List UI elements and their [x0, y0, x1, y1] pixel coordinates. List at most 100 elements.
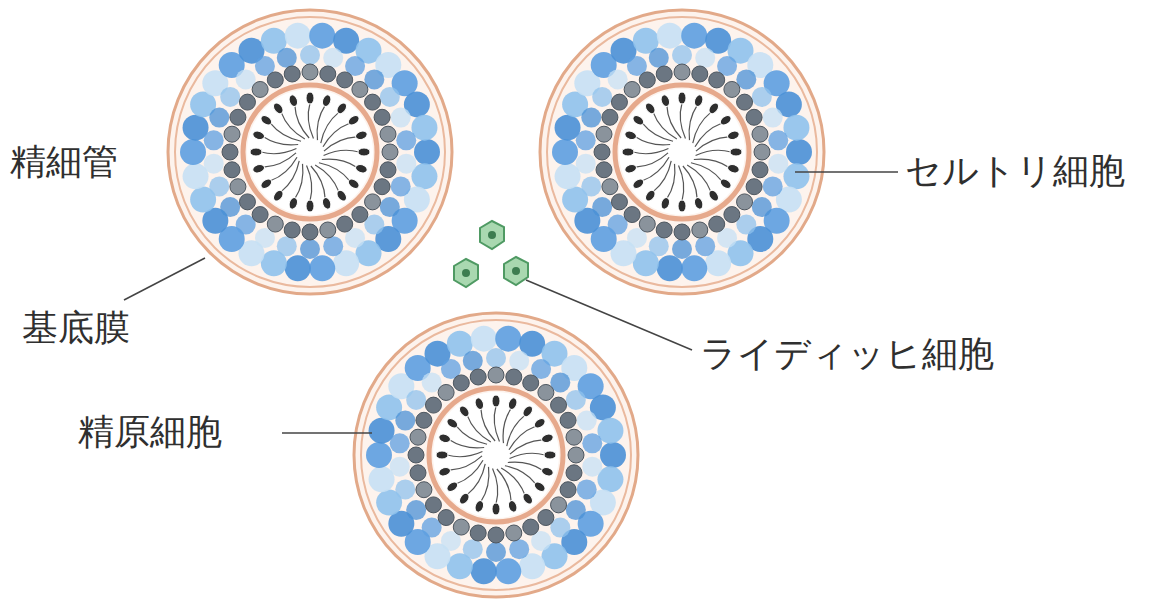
spermatid — [566, 429, 582, 445]
spermatid — [523, 375, 539, 391]
sperm-tail — [319, 163, 350, 181]
sperm-head — [457, 404, 471, 418]
spermatid — [746, 179, 762, 195]
spermatid — [639, 216, 655, 232]
leydig-cells — [454, 221, 528, 287]
sperm-head — [507, 397, 518, 411]
sperm-head — [354, 130, 368, 141]
sperm-head — [346, 177, 360, 191]
inner-layer — [429, 388, 563, 522]
spermatid — [596, 126, 612, 142]
spermatogonium — [471, 558, 497, 584]
spermatid — [252, 207, 268, 223]
spermatid — [746, 109, 762, 125]
spermatid — [284, 222, 300, 238]
spermatocyte — [204, 130, 224, 150]
sperm-tail — [509, 426, 536, 450]
sperm-tail — [449, 456, 482, 470]
spermatocyte — [695, 236, 715, 256]
spermatid — [551, 397, 567, 413]
sperm-head — [321, 196, 332, 210]
sertoli-label: セルトリ細胞 — [905, 149, 1125, 192]
sperm-head — [532, 416, 546, 430]
sperm-tail — [695, 123, 722, 147]
sperm-head — [624, 163, 638, 174]
sperm-tail — [494, 406, 499, 441]
spermatocyte — [672, 45, 692, 65]
sperm-head — [358, 148, 370, 156]
spermatid — [656, 66, 672, 82]
sperm-tail — [317, 105, 325, 140]
spermatogonium — [471, 326, 497, 352]
spermatid — [602, 179, 618, 195]
seminiferous-tubule — [540, 10, 824, 294]
spermatogonium — [657, 23, 683, 49]
spermatocyte — [395, 411, 415, 431]
sperm-tail — [653, 112, 677, 139]
sperm-head — [718, 113, 732, 127]
spermatocyte — [768, 130, 788, 150]
sperm-tail — [680, 103, 685, 138]
spermatocyte — [204, 154, 224, 174]
sperm-tail — [481, 408, 495, 441]
sperm-head — [643, 188, 657, 202]
sperm-tail — [510, 440, 543, 454]
spermatocyte — [380, 197, 400, 217]
sperm-tail — [449, 440, 484, 448]
spermatid — [551, 497, 567, 513]
spermatid — [230, 109, 246, 125]
sperm-head — [321, 94, 332, 108]
spermatid — [624, 207, 640, 223]
spermatocyte — [486, 348, 506, 368]
sperm-head — [631, 177, 645, 191]
sperm-tail — [295, 105, 309, 138]
spermatocyte — [649, 236, 669, 256]
spermatogonium — [657, 255, 683, 281]
spermatocyte — [220, 197, 240, 217]
spermatocyte — [577, 411, 597, 431]
spermatid — [352, 207, 368, 223]
sperm-head — [438, 433, 452, 444]
inner-layer — [243, 85, 377, 219]
sperm-tail — [263, 153, 296, 167]
sperm-head — [532, 480, 546, 494]
sperm-head — [288, 196, 299, 210]
sperm-head — [252, 163, 266, 174]
spermatocyte — [752, 197, 772, 217]
spermatid — [674, 224, 690, 240]
sperm-head — [335, 101, 349, 115]
spermatocyte — [566, 390, 586, 410]
sperm-tail — [635, 153, 668, 167]
spermatid — [602, 109, 618, 125]
leydig-cell — [480, 221, 504, 249]
sperm-tail — [653, 161, 671, 192]
spermatid — [737, 94, 753, 110]
leader-line — [526, 280, 692, 350]
leydig-label: ライディッヒ細胞 — [700, 332, 994, 375]
spermatogonium-label: 精原細胞 — [78, 410, 222, 453]
spermatid — [674, 64, 690, 80]
sperm-head — [544, 451, 556, 459]
sperm-tail — [456, 460, 483, 484]
spermatocyte — [300, 239, 320, 259]
sperm-head — [624, 130, 638, 141]
sperm-tail — [322, 159, 357, 167]
spermatocyte — [577, 479, 597, 499]
spermatid — [506, 525, 522, 541]
sperm-tail — [321, 112, 339, 143]
sperm-head — [540, 466, 554, 477]
sperm-head — [492, 503, 500, 515]
spermatid — [408, 447, 424, 463]
sperm-tail — [281, 112, 305, 139]
sperm-head — [335, 188, 349, 202]
spermatocyte — [277, 48, 297, 68]
spermatocyte — [380, 87, 400, 107]
sperm-tail — [642, 123, 673, 141]
spermatid — [692, 222, 708, 238]
spermatogonium — [552, 139, 578, 165]
sperm-tail — [507, 415, 525, 446]
spermatid — [425, 397, 441, 413]
spermatocyte — [406, 390, 426, 410]
spermatocyte — [581, 108, 601, 128]
sperm-tail — [481, 467, 489, 502]
